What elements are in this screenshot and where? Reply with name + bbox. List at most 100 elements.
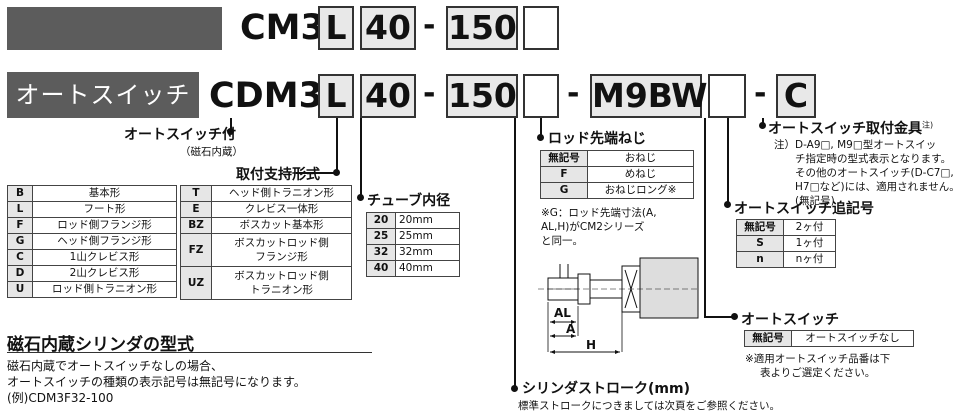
- bracket-note-5: (無記号): [795, 195, 835, 207]
- switch-count-box: [708, 74, 746, 118]
- bore-code-box-1: 40: [360, 6, 416, 50]
- bracket-note-1: 注）D-A9□, M9□型オートスイッ: [774, 139, 937, 151]
- autoswitch-sub: （磁石内蔵）: [180, 146, 243, 158]
- code-cell: T: [180, 185, 212, 202]
- dim-a-label: A: [566, 322, 576, 336]
- desc-cell: ロッド側フランジ形: [32, 217, 177, 234]
- code-cell: 25: [366, 228, 396, 245]
- autoswitch-code-box: M9BW: [590, 74, 708, 118]
- code-cell: U: [7, 281, 33, 298]
- leader-line: [704, 316, 734, 318]
- mount-code-box-2: L: [318, 74, 354, 118]
- bore-code-box-2: 40: [360, 74, 416, 118]
- switch-note-1: ※適用オートスイッチ品番は下: [745, 353, 891, 365]
- bracket-title: オートスイッチ取付金具注): [768, 120, 934, 137]
- value-cell: おねじロング※: [587, 182, 694, 199]
- leader-dot: [537, 134, 544, 141]
- mount-title: 取付支持形式: [236, 167, 320, 183]
- code-cell: 40: [366, 260, 396, 277]
- leader-dot: [333, 169, 340, 176]
- desc-cell: ボスカットロッド側トラニオン形: [211, 266, 352, 300]
- code-cell: 20: [366, 212, 396, 229]
- desc-cell: ボスカット基本形: [211, 217, 352, 234]
- code-cell: E: [180, 201, 212, 218]
- bracket-note-4: H7□など)には、適用されません。: [795, 181, 960, 193]
- stroke-note: 標準ストロークにつきましては次頁をご参照ください。: [518, 400, 780, 412]
- desc-cell: 基本形: [32, 185, 177, 202]
- switch-note-2: 表よりご選定ください。: [760, 367, 876, 379]
- table-row: 無記号おねじ: [540, 150, 694, 167]
- value-cell: 20mm: [395, 212, 460, 229]
- magnet-title: 磁石内蔵シリンダの型式: [7, 335, 194, 355]
- code-cell: F: [540, 166, 588, 183]
- bracket-note-2: チ指定時の型式表示となります。: [795, 153, 952, 165]
- bore-title: チューブ内径: [367, 193, 451, 209]
- leader-line: [540, 118, 542, 136]
- rodthread-note-2: AL,H)がCM2シリーズ: [541, 221, 645, 233]
- switch-table: 無記号オートスイッチなし: [744, 330, 914, 347]
- desc-cell: クレビス一体形: [211, 201, 352, 218]
- leader-line: [727, 118, 729, 204]
- rod-end-drawing: [538, 257, 699, 354]
- value-cell: 2ヶ付: [783, 219, 836, 236]
- count-title: オートスイッチ追記号: [734, 201, 874, 217]
- code-cell: UZ: [180, 266, 212, 300]
- code-cell: 32: [366, 244, 396, 261]
- leader-line: [704, 118, 706, 318]
- code-cell: n: [736, 251, 784, 268]
- code-cell: L: [7, 201, 33, 218]
- with-autoswitch-label: オートスイッチ付: [7, 72, 199, 155]
- desc-cell: ヘッド側フランジ形: [32, 233, 177, 250]
- rodthread-note-3: と同一。: [541, 235, 583, 247]
- magnet-text-1: 磁石内蔵でオートスイッチなしの場合、: [7, 359, 224, 373]
- code-cell: C: [7, 249, 33, 266]
- code-cell: F: [7, 217, 33, 234]
- desc-cell: フート形: [32, 201, 177, 218]
- rod-thread-box-2: [523, 74, 559, 118]
- leader-dot: [759, 122, 766, 129]
- leader-line: [514, 118, 516, 388]
- separator-dash: -: [567, 76, 580, 111]
- autoswitch-title: オートスイッチ付: [124, 127, 236, 143]
- desc-cell: 2山クレビス形: [32, 265, 177, 282]
- code-cell: FZ: [180, 233, 212, 267]
- desc-cell: ロッド側トラニオン形: [32, 281, 177, 298]
- desc-cell: 1山クレビス形: [32, 249, 177, 266]
- desc-cell: ヘッド側トラニオン形: [211, 185, 352, 202]
- magnet-text-3: (例)CDM3F32-100: [7, 391, 114, 405]
- desc-cell: ボスカットロッド側フランジ形: [211, 233, 352, 267]
- stroke-code-box-1: 150: [446, 6, 518, 50]
- code-cell: BZ: [180, 217, 212, 234]
- value-cell: nヶ付: [783, 251, 836, 268]
- switch-title: オートスイッチ: [741, 312, 839, 328]
- code-cell: S: [736, 235, 784, 252]
- separator-dash: -: [754, 76, 767, 111]
- value-cell: めねじ: [587, 166, 694, 183]
- rod-thread-box-1: [523, 6, 559, 50]
- separator-dash: -: [423, 8, 436, 43]
- dim-h-label: H: [586, 338, 597, 352]
- code-cell: 無記号: [540, 150, 588, 167]
- value-cell: 40mm: [395, 260, 460, 277]
- stroke-code-box-2: 150: [446, 74, 518, 118]
- value-cell: 25mm: [395, 228, 460, 245]
- leader-dot: [227, 128, 234, 135]
